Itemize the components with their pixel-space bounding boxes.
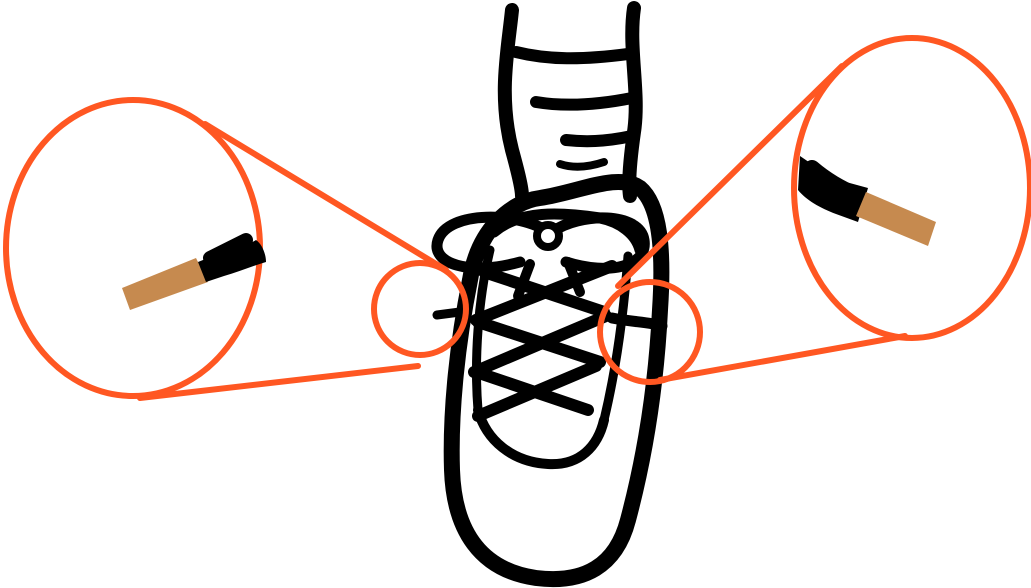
- aglet-tip-right: [856, 192, 936, 246]
- aglet-tip-left: [122, 258, 208, 310]
- leg-sock: [505, 8, 636, 196]
- shoelace-aglet-icon: [122, 240, 266, 310]
- shoelace-aglet-icon: [798, 156, 936, 246]
